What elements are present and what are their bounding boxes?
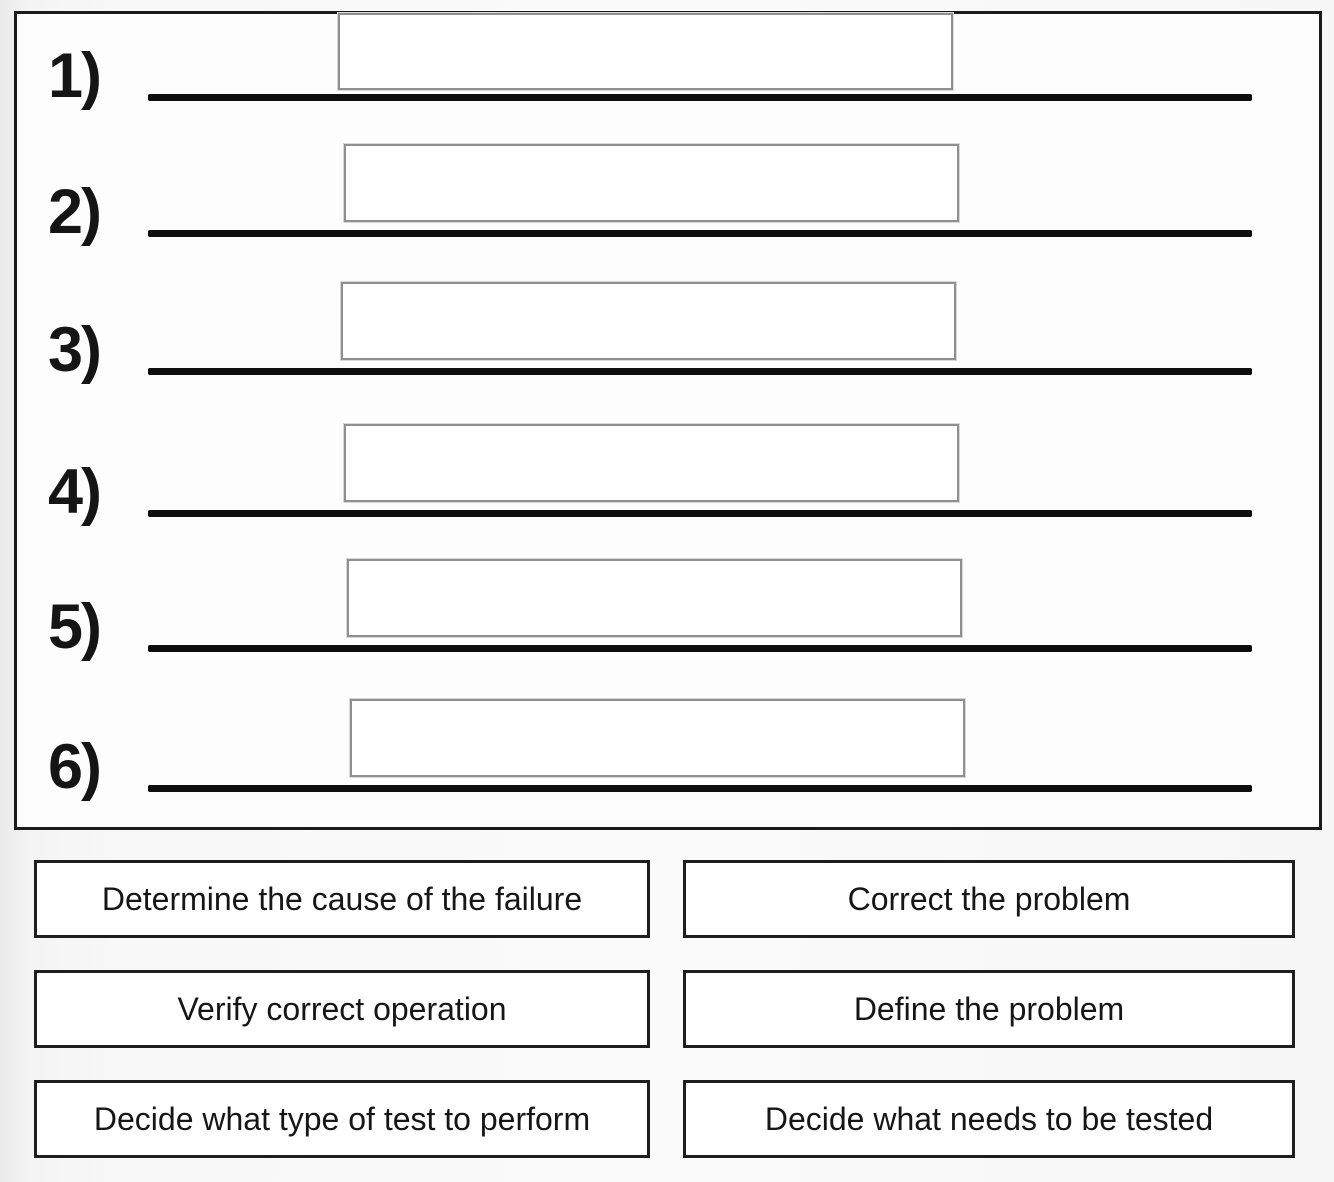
- option-card[interactable]: Decide what needs to be tested: [683, 1080, 1295, 1158]
- option-card[interactable]: Verify correct operation: [34, 970, 650, 1048]
- answer-drop-zone[interactable]: [344, 144, 959, 222]
- answer-blank-line: [148, 645, 1252, 652]
- answer-blank-line: [148, 368, 1252, 375]
- row-number: 1): [48, 41, 102, 111]
- options-bank: Determine the cause of the failure Corre…: [34, 860, 1295, 1158]
- row-number: 5): [48, 592, 102, 662]
- option-card[interactable]: Decide what type of test to perform: [34, 1080, 650, 1158]
- answer-drop-zone[interactable]: [347, 559, 962, 637]
- option-card[interactable]: Define the problem: [683, 970, 1295, 1048]
- option-card[interactable]: Correct the problem: [683, 860, 1295, 938]
- row-number: 3): [48, 315, 102, 385]
- answer-blank-line: [148, 510, 1252, 517]
- row-number: 6): [48, 732, 102, 802]
- answer-drop-zone[interactable]: [350, 699, 965, 777]
- option-card[interactable]: Determine the cause of the failure: [34, 860, 650, 938]
- answer-blank-line: [148, 785, 1252, 792]
- row-number: 4): [48, 457, 102, 527]
- answer-drop-zone[interactable]: [341, 282, 956, 360]
- answer-drop-zone[interactable]: [344, 424, 959, 502]
- answer-blank-line: [148, 94, 1252, 101]
- row-number: 2): [48, 177, 102, 247]
- answer-blank-line: [148, 230, 1252, 237]
- answer-drop-zone[interactable]: [338, 13, 953, 90]
